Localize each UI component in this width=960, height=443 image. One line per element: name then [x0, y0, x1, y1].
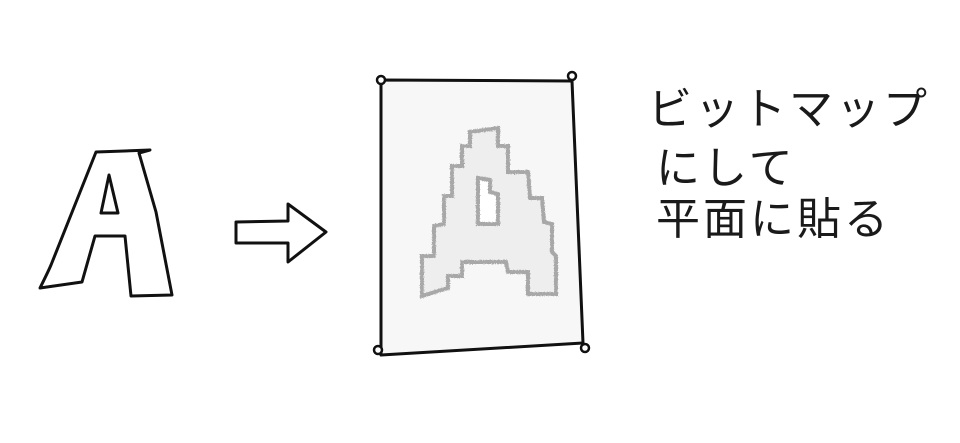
note-line-2: にして	[656, 143, 796, 194]
handwritten-note: ビットマップ にして 平面に貼る	[648, 84, 930, 245]
plane-corner-top-left	[375, 74, 387, 86]
textured-plane	[372, 70, 591, 357]
letter-a-counter	[99, 173, 120, 215]
note-line-3: 平面に貼る	[656, 194, 891, 245]
plane-corner-top-right	[566, 70, 578, 82]
pixel-a-counter	[476, 175, 500, 226]
note-line-1: ビットマップ	[648, 84, 930, 135]
right-arrow-icon	[234, 202, 328, 264]
plane-corner-bottom-right	[579, 342, 591, 354]
pixelated-letter-a	[420, 125, 558, 299]
letter-a-outline	[38, 148, 174, 298]
plane-corner-bottom-left	[372, 344, 384, 356]
vector-letter-a	[38, 148, 174, 298]
